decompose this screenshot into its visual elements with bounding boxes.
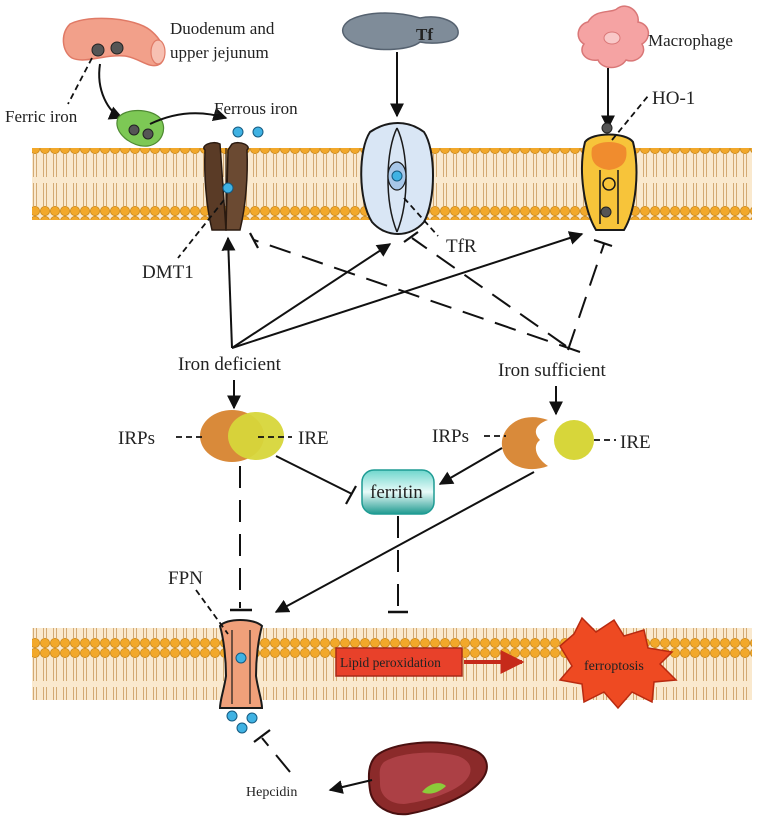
exported-iron-dot xyxy=(226,710,238,722)
deficient-to-tfr-arrow xyxy=(231,243,392,349)
lipid-peroxidation-label: Lipid peroxidation xyxy=(340,655,441,670)
sufficient-inhibit-ho1 xyxy=(567,243,605,351)
ho1-label: HO-1 xyxy=(652,88,695,109)
irp-free-right xyxy=(501,417,594,470)
ferrous-iron-label: Ferrous iron xyxy=(214,99,298,118)
fpn-leader xyxy=(195,589,229,635)
liver-to-hepcidin-arrow xyxy=(328,779,373,794)
ire-right-label: IRE xyxy=(620,432,651,453)
ho1-leader xyxy=(611,95,649,141)
hepcidin-label: Hepcidin xyxy=(246,785,297,800)
hepcidin-inhibit-fpn xyxy=(261,737,291,773)
exported-iron-dot xyxy=(246,712,258,724)
inhibit-bar xyxy=(249,232,259,249)
inhibit-bar xyxy=(403,231,419,243)
lipid-peroxidation-box xyxy=(335,647,463,677)
ferrous-iron-dot xyxy=(232,126,244,138)
ferritin-box xyxy=(361,469,435,515)
dcytb-reductase-icon xyxy=(116,109,165,147)
irp-to-fpn-arrow xyxy=(274,471,535,613)
ferrous-iron-dot xyxy=(252,126,264,138)
irps-left-label: IRPs xyxy=(118,428,155,449)
tfr-leader xyxy=(403,197,439,237)
iron-sufficient-label: Iron sufficient xyxy=(498,360,607,381)
ire-left-label: IRE xyxy=(298,428,329,449)
sufficient-inhibit-tfr xyxy=(411,237,567,347)
inhibit-bar xyxy=(345,485,357,505)
inhibit-bar xyxy=(253,729,271,743)
liver-icon xyxy=(367,741,488,816)
irps-right-label: IRPs xyxy=(432,426,469,447)
irp-ire-bound-left xyxy=(200,410,284,462)
sufficient-inhibit-dmt1 xyxy=(253,239,581,353)
inhibit-bar xyxy=(593,238,613,248)
ferroptosis-burst xyxy=(558,616,678,710)
ferric-iron-leader xyxy=(67,57,93,105)
iron-deficient-label: Iron deficient xyxy=(178,354,282,375)
dmt1-label: DMT1 xyxy=(142,262,194,283)
duodenum-icon xyxy=(62,17,166,67)
ferric-iron-label: Ferric iron xyxy=(5,107,78,126)
tf-label: Tf xyxy=(416,25,433,44)
irp-inhibit-ferritin xyxy=(275,455,353,495)
tfr-receptor xyxy=(360,122,434,235)
deficient-to-dmt1-arrow xyxy=(221,236,236,349)
macrophage-icon xyxy=(577,5,650,69)
tf-icon xyxy=(341,12,459,51)
irp-to-ferritin-arrow xyxy=(438,447,503,485)
macrophage-label: Macrophage xyxy=(648,31,733,50)
duodenum-label-line2: upper jejunum xyxy=(170,43,269,62)
exported-iron-dot xyxy=(236,722,248,734)
ferrous-arrow xyxy=(149,107,228,125)
dmt1-transporter xyxy=(203,141,249,231)
ho1-transporter xyxy=(581,122,638,231)
ferritin-label: ferritin xyxy=(370,482,423,503)
tfr-label: TfR xyxy=(446,236,477,257)
fpn-label: FPN xyxy=(168,568,203,589)
dmt1-leader xyxy=(177,199,225,259)
deficient-to-ho1-arrow xyxy=(231,231,584,349)
fpn-transporter xyxy=(218,619,264,709)
duodenum-label-line1: Duodenum and xyxy=(170,19,275,38)
ferric-arrow xyxy=(98,63,124,120)
ferroptosis-label: ferroptosis xyxy=(584,659,644,674)
